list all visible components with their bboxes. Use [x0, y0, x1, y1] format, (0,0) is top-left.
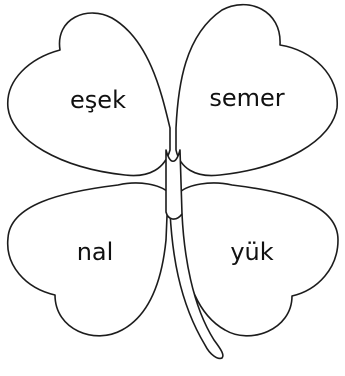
leaf-top-left-label: eşek — [70, 88, 126, 112]
leaf-bottom-right-label: yük — [230, 240, 273, 264]
clover-center-joint — [166, 150, 182, 219]
leaf-bottom-left-label: nal — [77, 240, 114, 264]
leaf-top-right-label: semer — [209, 86, 284, 110]
